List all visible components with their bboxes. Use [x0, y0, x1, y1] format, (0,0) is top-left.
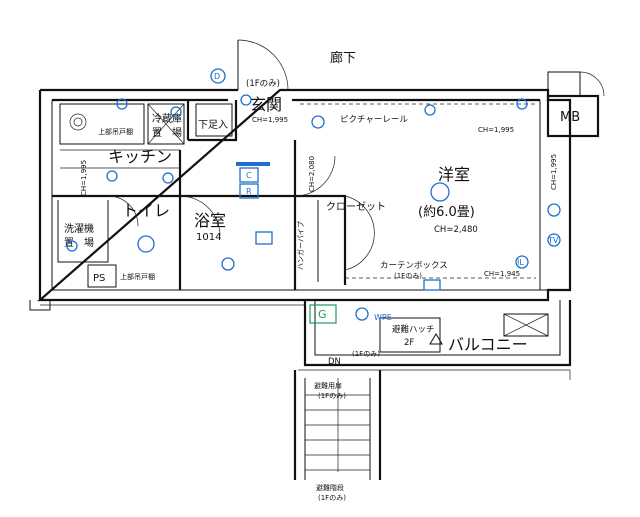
hall-ch: CH=2,080	[308, 156, 316, 192]
bath-controller-icon	[255, 231, 273, 245]
mb-label: MB	[560, 110, 580, 125]
fridge-label-2: 置 場	[152, 126, 182, 139]
outlet-icon-fridge	[170, 106, 182, 118]
entrance-label: 玄関	[250, 95, 282, 114]
light-icon-room-corner	[516, 98, 528, 110]
washer-label-1: 洗濯機	[64, 222, 94, 235]
light-icon-room-top	[424, 104, 436, 116]
ceiling-light-icon	[430, 182, 450, 202]
balcony-label: バルコニー	[448, 335, 528, 354]
balcony-light-icon	[355, 307, 369, 321]
curtain-ch: CH=1,945	[484, 270, 520, 278]
doorbell-letter: D	[214, 72, 220, 81]
dn-label: DN	[328, 357, 341, 367]
evac-door-note: (1Fのみ)	[318, 392, 346, 400]
kitchen-fixtures	[59, 103, 233, 169]
tv-label: TV	[547, 236, 559, 245]
c-panel-icon	[239, 167, 259, 183]
r-panel-icon	[239, 183, 259, 199]
toilet-label: トイレ	[122, 201, 170, 220]
light-icon-entrance	[240, 94, 252, 106]
rail-ch: CH=1,995	[478, 126, 514, 134]
gas-box: G	[309, 304, 337, 324]
corridor-label: 廊下	[330, 50, 356, 66]
kitchen-label: キッチン	[108, 147, 172, 166]
gas-label: G	[318, 308, 327, 321]
outlet-icon-kitchen	[162, 172, 174, 184]
kitchen-ch: CH=1,995	[80, 160, 88, 196]
light-icon-kitchen-2	[106, 170, 118, 182]
outlet-icon-right	[547, 203, 561, 217]
doorbell-icon	[210, 68, 226, 84]
light-icon-hall	[311, 115, 325, 129]
washer-outlet-icon	[66, 240, 78, 252]
evac-stairs-label: 避難階段	[316, 483, 344, 492]
evac-hatch-floor: 2F	[404, 338, 414, 348]
washer-label-2: 置 場	[64, 236, 94, 249]
tv-outlet-icon	[547, 233, 561, 247]
exterior-edges	[40, 304, 571, 380]
fridge-label-1: 冷蔵庫	[152, 112, 182, 125]
il-label: IL	[517, 258, 524, 267]
entrance-first-floor-note: (1Fのみ)	[246, 79, 280, 89]
mb-box: MB	[546, 71, 605, 138]
c-letter: C	[246, 171, 252, 180]
hatch-arrow	[429, 333, 443, 345]
evac-hatch-label: 避難ハッチ	[392, 324, 435, 335]
bath-label: 浴室	[194, 211, 226, 230]
bath-fan-icon	[221, 257, 235, 271]
bath-size: 1014	[196, 232, 221, 243]
toilet-icon	[137, 235, 155, 253]
upper-cabinet-label-2: 上部吊戸棚	[120, 272, 155, 281]
entrance-ch: CH=1,995	[252, 116, 288, 124]
evac-door-label: 避難用扉	[314, 381, 342, 390]
upper-cabinet-label: 上部吊戸棚	[98, 127, 133, 136]
il-outlet-icon	[515, 255, 529, 269]
room-ch: CH=2,480	[434, 225, 478, 235]
range-hood-icon	[236, 162, 270, 166]
balcony	[303, 300, 572, 367]
r-letter: R	[246, 187, 252, 196]
ps-label: PS	[93, 273, 105, 284]
light-icon-kitchen	[116, 98, 128, 110]
right-ch: CH=1,995	[550, 154, 558, 190]
picture-rail-label: ピクチャーレール	[340, 115, 408, 125]
western-room-label: 洋室	[438, 165, 470, 184]
entrance-door: (1Fのみ)	[237, 39, 289, 91]
blue-fixtures: D TV IL C R WPE	[66, 68, 561, 322]
door-swings	[107, 155, 375, 271]
shoe-box-label: 下足入	[198, 119, 228, 131]
hanger-pipe-label: ハンガーパイプ	[296, 221, 305, 270]
partitions	[52, 100, 347, 290]
first-floor-only-2: (1Fのみ)	[352, 350, 380, 358]
evac-stairs-note: (1Fのみ)	[318, 494, 346, 502]
closet-label: クローゼット	[326, 201, 386, 213]
curtain-box-label: カーテンボックス	[380, 261, 448, 271]
curtain-outlet-icon	[423, 279, 441, 291]
wpe-label: WPE	[374, 313, 392, 322]
stairs	[293, 370, 382, 480]
room-size-label: (約6.0畳)	[418, 205, 475, 220]
curtain-note: (1Fのみ)	[394, 272, 422, 280]
